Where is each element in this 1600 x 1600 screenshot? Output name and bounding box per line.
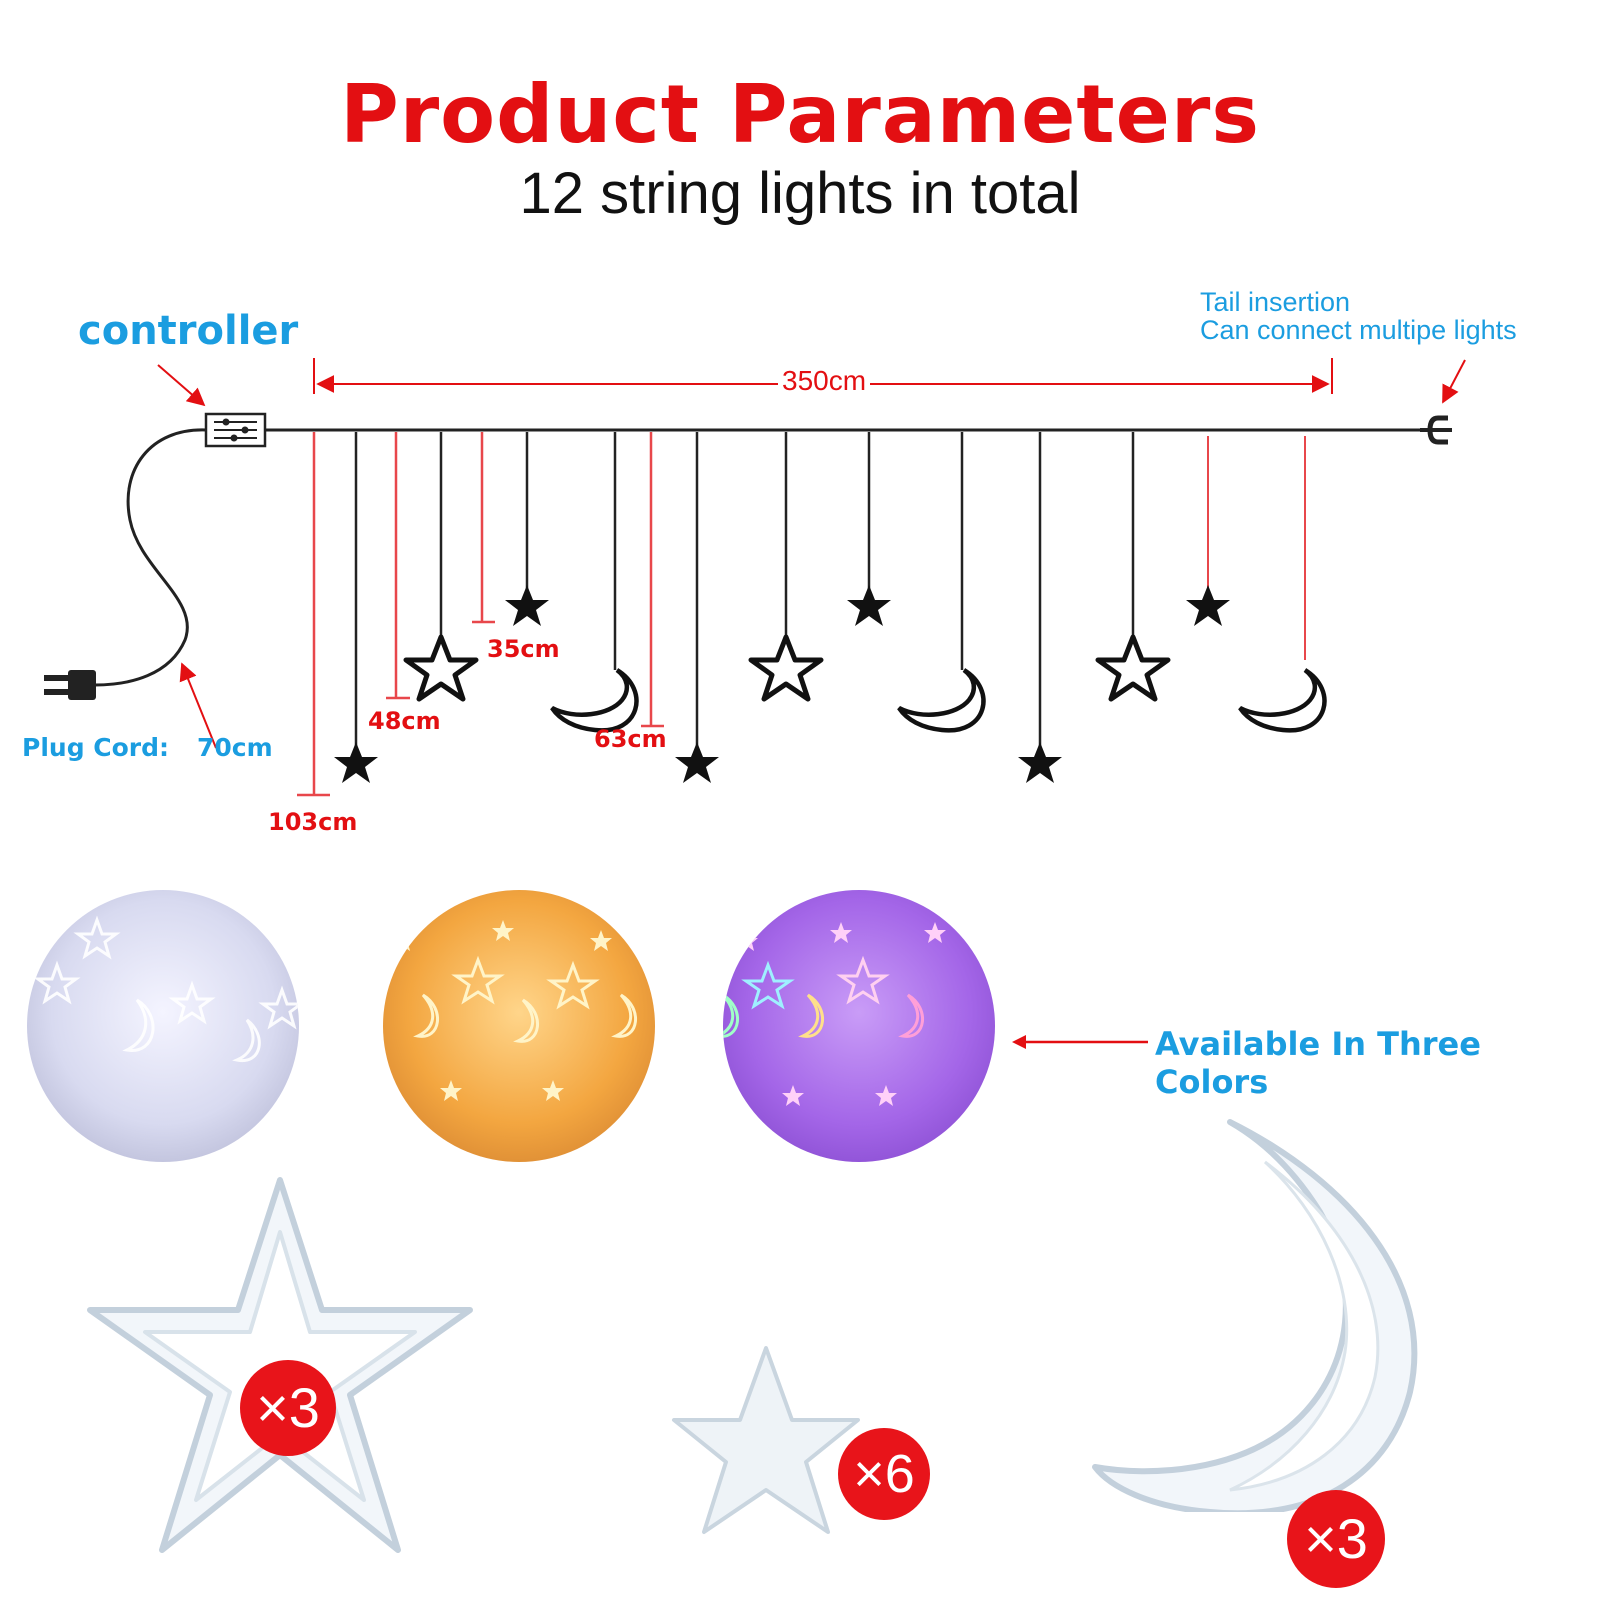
moon-count-badge: ×3: [1287, 1490, 1385, 1588]
dimension-63cm: 63cm: [594, 725, 667, 753]
warm-white-lights-icon: [392, 920, 637, 1101]
hollow-star-count-badge: ×3: [240, 1360, 336, 1456]
tail-insertion-line2: Can connect multipe lights: [1200, 315, 1517, 345]
tail-insertion-line1: Tail insertion: [1200, 287, 1351, 317]
plug-icon: [44, 670, 96, 700]
solid-star-icon: [505, 585, 549, 626]
controller-label: controller: [78, 308, 299, 354]
controller-arrow: [157, 364, 206, 407]
page-title: Product Parameters: [340, 68, 1260, 161]
plug-cord-arrow: [179, 662, 217, 749]
hollow-star-icon: [403, 634, 479, 702]
string-light-diagram: [44, 358, 1466, 797]
solid-star-icon: [334, 742, 378, 783]
swatch-cool-white: [27, 890, 299, 1162]
solid-star-count-badge: ×6: [838, 1428, 930, 1520]
moon-icon: [897, 668, 986, 733]
moon-icon: [550, 668, 639, 733]
solid-star-icons: [334, 585, 1230, 783]
plug-cord-length: 70cm: [197, 733, 273, 762]
dimension-103cm: 103cm: [268, 808, 358, 836]
hollow-star-icon: [748, 634, 824, 702]
dimension-guides: [297, 432, 1306, 797]
plug-cord: [94, 428, 207, 687]
tail-connector-icon: [1420, 415, 1452, 445]
multicolor-lights-icon: [723, 922, 946, 1106]
moon-icons: [550, 668, 1327, 733]
hollow-star-icon: [1095, 634, 1171, 702]
solid-star-component: [672, 1346, 860, 1534]
hanging-strings: [354, 432, 1135, 755]
solid-star-icon: [1018, 742, 1062, 783]
solid-star-icon: [847, 585, 891, 626]
total-length-label: 350cm: [778, 365, 871, 397]
available-arrow: [1012, 1035, 1148, 1049]
dimension-48cm: 48cm: [368, 707, 441, 735]
swatch-warm-white: [383, 890, 655, 1162]
dimension-35cm: 35cm: [487, 635, 560, 663]
tail-insertion-label: Tail insertion Can connect multipe light…: [1200, 288, 1517, 344]
hollow-star-icons: [403, 634, 1171, 702]
plug-cord-label: Plug Cord:: [22, 733, 170, 762]
swatch-multicolor: [723, 890, 995, 1162]
solid-star-icon: [675, 742, 719, 783]
tail-arrow: [1442, 359, 1466, 404]
solid-star-icon: [1186, 585, 1230, 626]
page-subtitle: 12 string lights in total: [519, 161, 1081, 226]
available-colors-label: Available In Three Colors: [1155, 1025, 1481, 1101]
moon-component: [1092, 1119, 1418, 1512]
moon-icon: [1238, 668, 1327, 733]
cool-white-lights-icon: [33, 915, 299, 1062]
controller-box: [204, 412, 267, 448]
